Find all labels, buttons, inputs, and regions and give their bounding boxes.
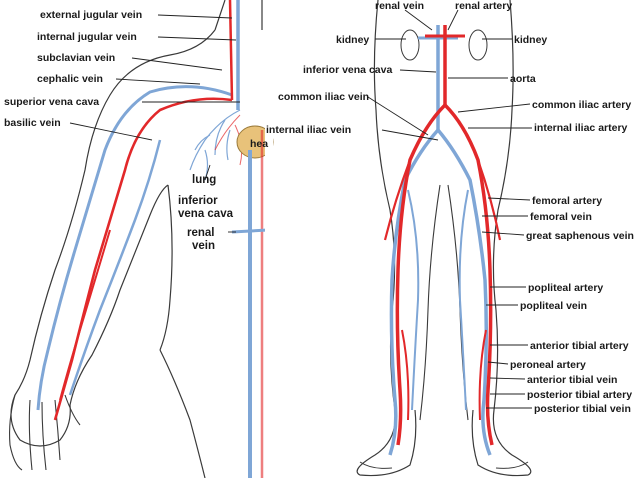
- label-renal-artery: renal artery: [455, 0, 513, 12]
- label-heart-partial: hea: [250, 138, 269, 150]
- label-inferior-vena-cava-line2: vena cava: [178, 208, 233, 220]
- label-popliteal-artery: popliteal artery: [528, 282, 604, 294]
- panel-divider: [265, 0, 273, 478]
- renal-branch-left: [231, 228, 269, 234]
- label-inferior-vena-cava-line1: inferior: [178, 195, 218, 207]
- label-common-iliac-artery: common iliac artery: [532, 99, 632, 111]
- legs-illustration: [356, 0, 532, 477]
- label-peroneal-artery: peroneal artery: [510, 359, 586, 371]
- label-subclavian-vein: subclavian vein: [37, 52, 116, 64]
- inner-leg-outline-left: [419, 184, 441, 421]
- label-great-saphenous-vein: great saphenous vein: [526, 230, 634, 242]
- label-femoral-vein: femoral vein: [530, 211, 592, 223]
- cephalic-vein-path: [36, 85, 233, 411]
- label-internal-iliac-artery: internal iliac artery: [534, 122, 628, 134]
- label-anterior-tibial-artery: anterior tibial artery: [530, 340, 629, 352]
- neck-outline: [214, 0, 263, 31]
- label-kidney-right: kidney: [514, 34, 548, 46]
- arm-torso-illustration: [9, 0, 274, 479]
- leg-veins: [388, 25, 492, 456]
- feet-outline: [359, 461, 529, 469]
- arm-inner-outline: [159, 184, 173, 351]
- kidney-right-shape: [468, 29, 488, 61]
- label-kidney-left: kidney: [336, 34, 370, 46]
- legs-outline-right: [471, 0, 532, 477]
- label-inferior-vena-cava: inferior vena cava: [303, 64, 393, 76]
- label-renal-vein-line2: vein: [192, 240, 216, 252]
- label-anterior-tibial-vein: anterior tibial vein: [527, 374, 618, 386]
- kidney-left-shape: [400, 29, 420, 61]
- hand-outline: [9, 394, 81, 471]
- label-popliteal-vein: popliteal vein: [520, 300, 588, 312]
- label-common-iliac-vein: common iliac vein: [278, 91, 370, 103]
- label-superior-vena-cava: superior vena cava: [4, 96, 100, 108]
- label-posterior-tibial-vein: posterior tibial vein: [534, 403, 631, 415]
- label-external-jugular-vein: external jugular vein: [40, 9, 143, 21]
- label-internal-jugular-vein: internal jugular vein: [37, 31, 137, 43]
- label-cephalic-vein: cephalic vein: [37, 73, 103, 85]
- carotid-artery-path: [228, 0, 234, 101]
- label-renal-vein: renal vein: [375, 0, 425, 12]
- label-aorta: aorta: [510, 73, 536, 85]
- torso-outline: [159, 349, 206, 479]
- basilic-vein-path: [68, 139, 162, 396]
- label-lung: lung: [192, 174, 217, 186]
- label-femoral-artery: femoral artery: [532, 195, 603, 207]
- lung-vessels: [189, 109, 241, 181]
- label-renal-vein-line1: renal: [187, 227, 215, 239]
- label-internal-iliac-vein: internal iliac vein: [266, 124, 352, 136]
- label-posterior-tibial-artery: posterior tibial artery: [527, 389, 633, 401]
- leader-lines: [69, 9, 532, 409]
- label-basilic-vein: basilic vein: [4, 117, 61, 129]
- leg-arteries: [383, 25, 502, 446]
- radial-artery-path: [59, 229, 111, 401]
